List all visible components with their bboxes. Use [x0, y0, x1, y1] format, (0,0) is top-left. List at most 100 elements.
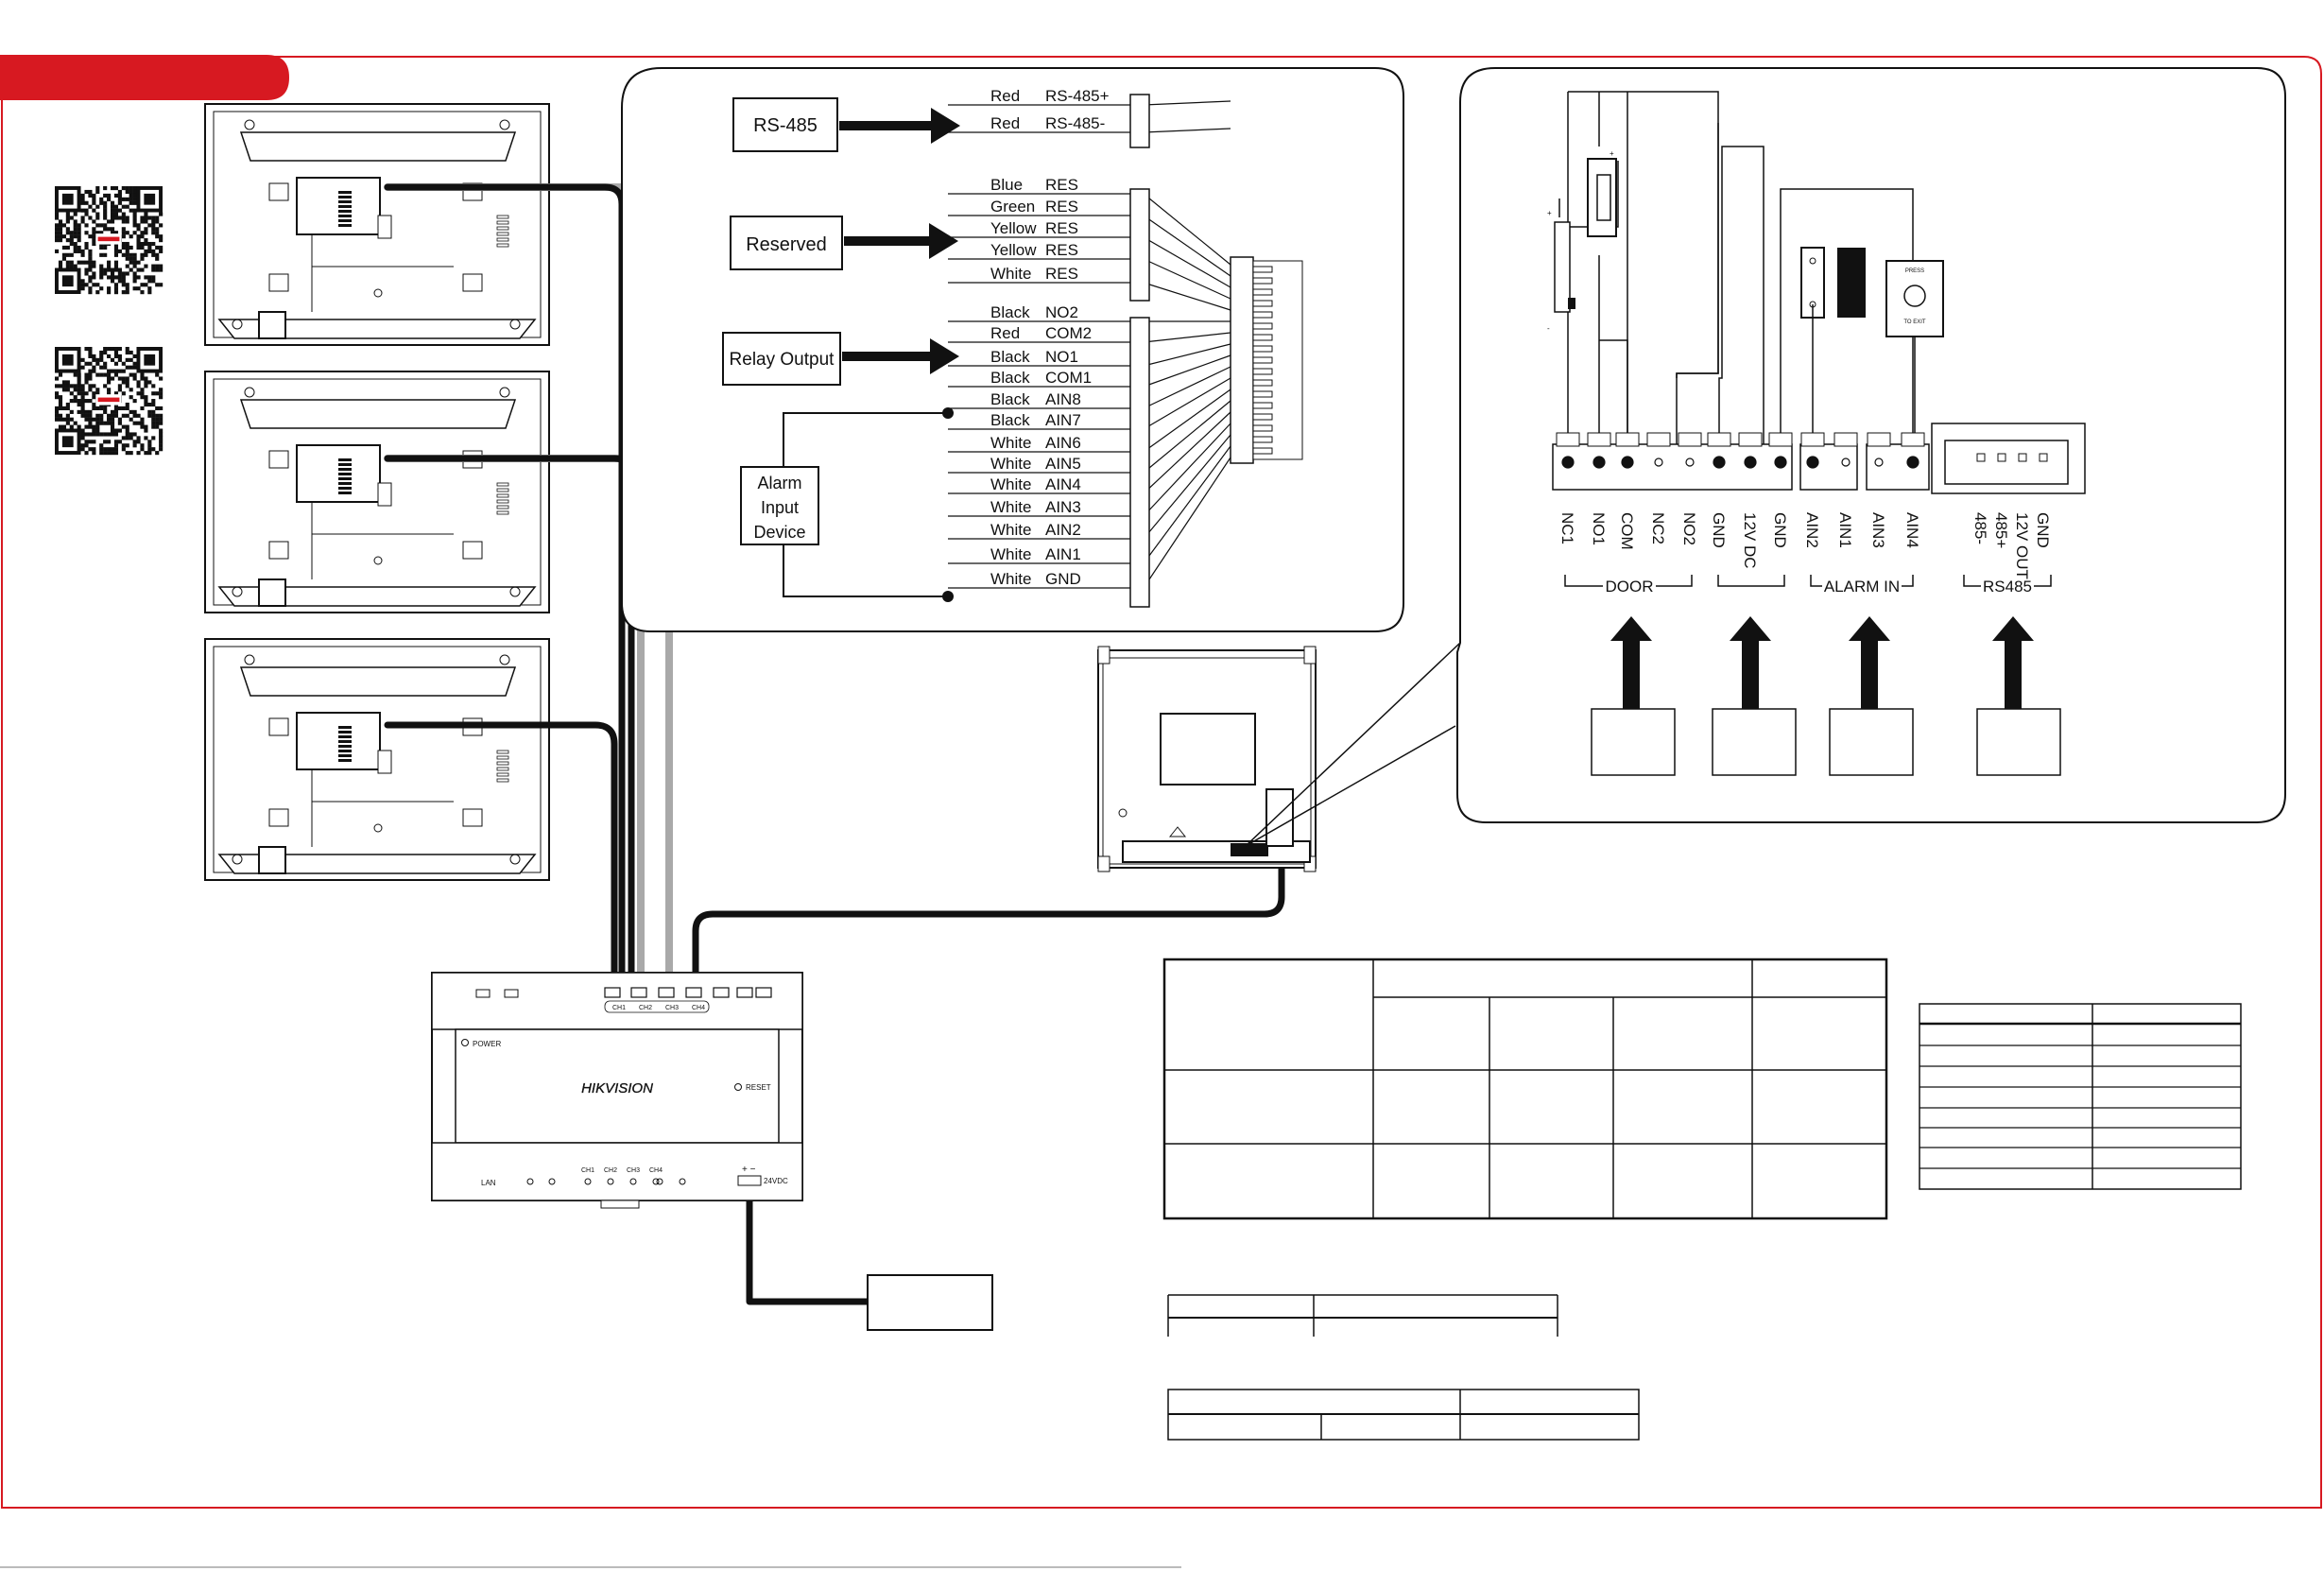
wire-color-label: Green — [990, 198, 1035, 216]
wire-color-label: White — [990, 455, 1031, 473]
wire-color-label: Black — [990, 390, 1030, 408]
wire-signal-label: GND — [1045, 570, 1081, 588]
wire-fan — [1143, 388, 1231, 453]
door-device-box — [1591, 708, 1676, 776]
wire-color-label: Red — [990, 114, 1020, 132]
wire-signal-label: AIN1 — [1045, 545, 1081, 563]
wire-fan — [1143, 411, 1231, 494]
terminal-label: NO1 — [1590, 512, 1608, 545]
door-station-module — [1097, 646, 1317, 872]
relay-output-box-label: Relay Output — [730, 350, 835, 370]
wire-fan — [1143, 366, 1231, 409]
wire-signal-label: RES — [1045, 265, 1078, 283]
ch-top-label: CH4 — [692, 1005, 705, 1011]
harness-connector — [1230, 256, 1303, 464]
wire-fan — [1143, 128, 1231, 133]
terminal-label: AIN4 — [1903, 512, 1921, 548]
wire-fan — [1143, 434, 1231, 540]
cable-ch3 — [384, 721, 618, 992]
power-label: POWER — [473, 1040, 501, 1048]
maglock-plus-sign: + — [1547, 209, 1552, 217]
terminal-label: AIN3 — [1869, 512, 1887, 548]
wire-signal-label: RS-485- — [1045, 114, 1105, 132]
wire-plug — [1129, 188, 1150, 302]
dc-label: 24VDC — [764, 1177, 788, 1185]
wire-signal-label: AIN2 — [1045, 521, 1081, 539]
wire-fan — [1143, 400, 1231, 474]
exit-button-bottom-text: TO EXIT — [1903, 319, 1926, 325]
terminal-label: 12V DC — [1741, 512, 1759, 569]
ch-bottom-label: CH2 — [604, 1167, 617, 1174]
ch-top-label: CH1 — [612, 1005, 626, 1011]
cable-power — [746, 1192, 875, 1305]
power-device-box — [1712, 708, 1797, 776]
page-frame — [1, 56, 2322, 1509]
wire-color-label: White — [990, 498, 1031, 516]
ch-top-label: CH2 — [639, 1005, 652, 1011]
dc-polarity: + − — [742, 1165, 756, 1175]
wire-color-label: White — [990, 570, 1031, 588]
wire-signal-label: RES — [1045, 219, 1078, 237]
wire-fan — [1143, 423, 1231, 517]
wire-fan — [1143, 193, 1231, 266]
terminal-label: GND — [1710, 512, 1728, 548]
wire-signal-label: AIN8 — [1045, 390, 1081, 408]
wire-color-label: Yellow — [990, 241, 1037, 259]
wire-color-label: White — [990, 265, 1031, 283]
arrows-wiring — [839, 108, 960, 374]
alarm-box-line-3: Device — [753, 523, 805, 542]
wire-signal-label: NO1 — [1045, 348, 1078, 366]
wire-signal-label: RES — [1045, 241, 1078, 259]
qr-code-left-1 — [55, 186, 164, 295]
indoor-stations — [204, 103, 550, 881]
alarm-bracket — [783, 412, 947, 597]
wire-color-label: Black — [990, 411, 1030, 429]
lock-plus-sign: + — [1610, 149, 1614, 158]
wire-color-label: Blue — [990, 176, 1023, 194]
rs485-device-box — [1976, 708, 2061, 776]
exit-button-top-text: PRESS — [1905, 268, 1924, 274]
wire-fan — [1143, 258, 1231, 300]
terminal-group-brackets — [1564, 575, 2052, 587]
wire-signal-label: COM1 — [1045, 369, 1092, 387]
wire-signal-label: AIN7 — [1045, 411, 1081, 429]
wire-signal-label: AIN4 — [1045, 475, 1081, 493]
reset-label: RESET — [746, 1083, 771, 1092]
alarm-box-line-2: Input — [761, 498, 799, 517]
terminal-label: NO2 — [1680, 512, 1698, 545]
terminal-label: 485- — [1971, 512, 1989, 544]
cable-ch4 — [692, 819, 1285, 992]
wire-signal-label: RS-485+ — [1045, 87, 1110, 105]
wire-fan — [1143, 377, 1231, 430]
wire-color-label: White — [990, 434, 1031, 452]
wire-color-label: Black — [990, 348, 1030, 366]
ch-bottom-label: CH4 — [649, 1167, 663, 1174]
wire-color-label: Red — [990, 324, 1020, 342]
terminal-label: NC1 — [1558, 512, 1576, 544]
wire-signal-label: COM2 — [1045, 324, 1092, 342]
wire-signal-label: AIN5 — [1045, 455, 1081, 473]
group-alarm-in: ALARM IN — [1824, 578, 1900, 596]
terminal-label: 12V OUT — [2013, 512, 2031, 579]
maglock-minus-sign: - — [1547, 324, 1550, 333]
alarm-box-line-1: Alarm — [757, 474, 801, 492]
wire-signal-label: AIN3 — [1045, 498, 1081, 516]
wire-color-label: Black — [990, 303, 1030, 321]
wire-fan — [1143, 445, 1231, 564]
indoor-station-3 — [204, 638, 550, 881]
reserved-box-label: Reserved — [746, 234, 827, 255]
terminal-label: 485+ — [1992, 512, 2010, 548]
wire-signal-label: RES — [1045, 198, 1078, 216]
spec-table-small-2 — [1167, 1389, 1640, 1441]
qr-code-left-2 — [55, 347, 164, 456]
alarm-dot-top — [942, 407, 954, 419]
electric-lock: + — [1587, 149, 1617, 237]
magnetic-lock: + - — [1547, 209, 1575, 333]
indoor-station-2 — [204, 371, 550, 613]
alarm-dot-bottom — [942, 591, 954, 602]
group-rs485: RS485 — [1983, 578, 2032, 596]
wire-color-label: Black — [990, 369, 1030, 387]
